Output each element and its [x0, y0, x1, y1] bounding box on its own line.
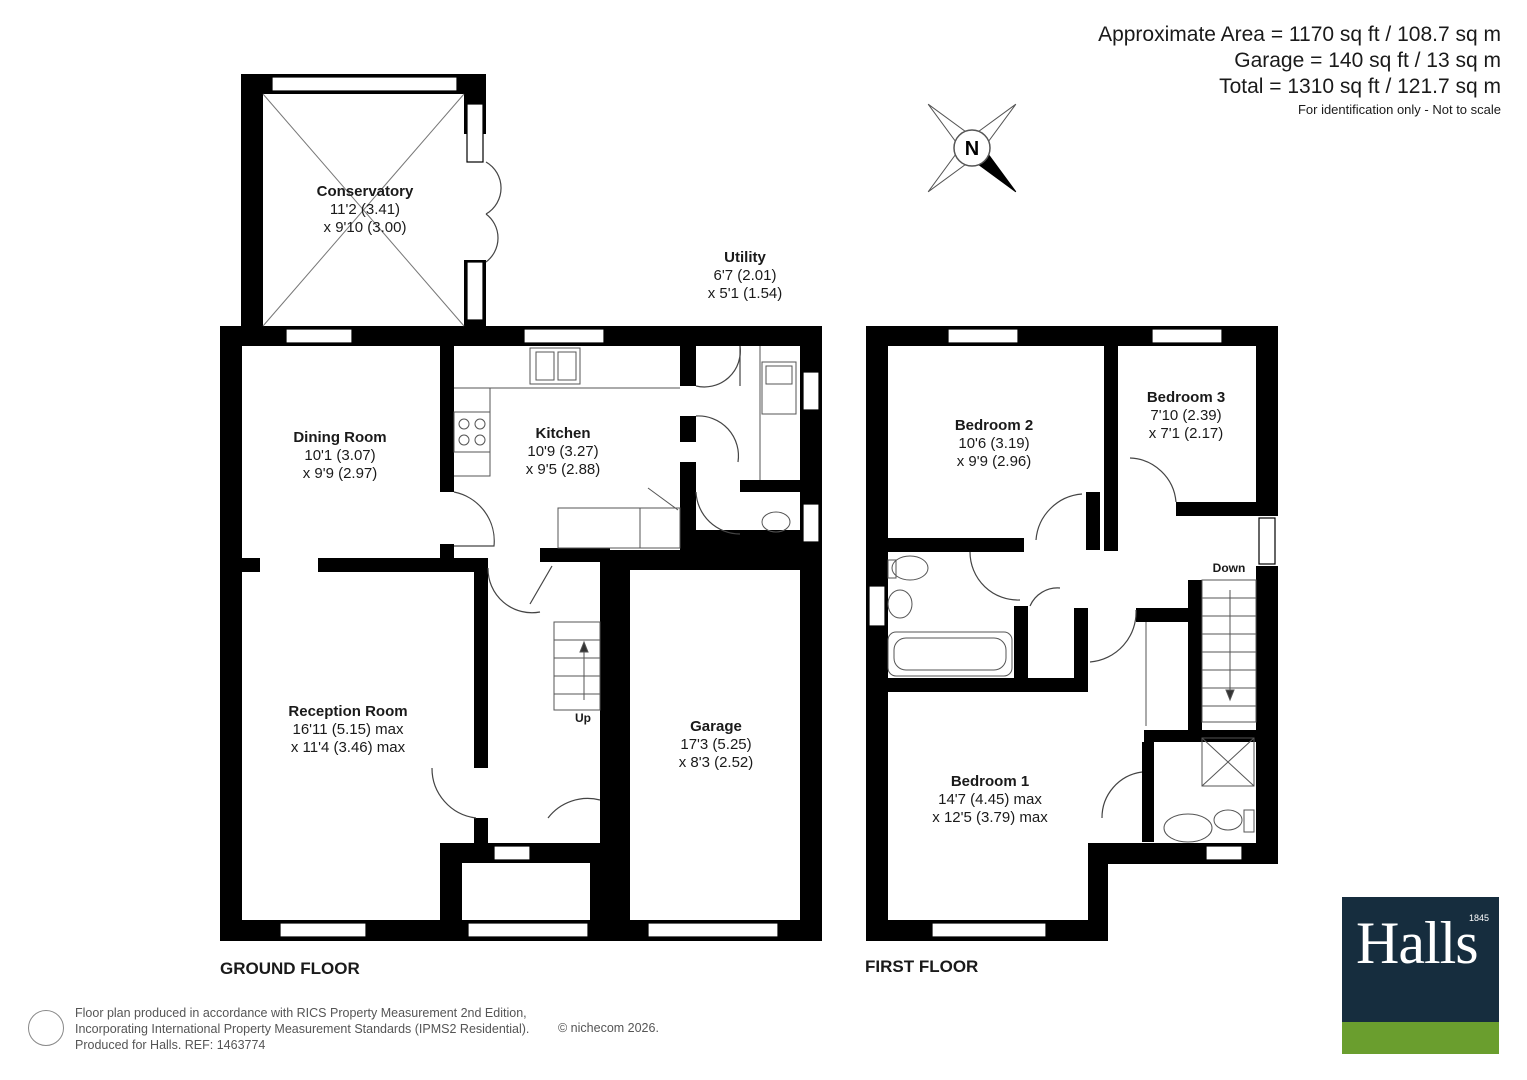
garage-name: Garage [690, 718, 742, 735]
footer-text: Floor plan produced in accordance with R… [75, 1005, 529, 1053]
first-floor-title: FIRST FLOOR [865, 957, 979, 976]
bedroom2-dim1: 10'6 (3.19) [958, 435, 1029, 452]
footer-line2: Incorporating International Property Mea… [75, 1022, 530, 1036]
area-summary: Approximate Area = 1170 sq ft / 108.7 sq… [1098, 22, 1501, 120]
reception-dim2: x 11'4 (3.46) max [291, 739, 406, 756]
conservatory-dim2: x 9'10 (3.00) [324, 219, 407, 236]
kitchen-dim2: x 9'5 (2.88) [526, 461, 601, 478]
garage-dim1: 17'3 (5.25) [680, 736, 751, 753]
footer-line3: Produced for Halls. REF: 1463774 [75, 1038, 266, 1052]
compass-letter: N [965, 138, 979, 160]
bathroom-fixtures [887, 555, 1255, 843]
first-floor-doors [969, 457, 1177, 819]
first-floor-windows [868, 328, 1276, 938]
dining-name: Dining Room [293, 429, 386, 446]
reception-name: Reception Room [288, 703, 407, 720]
conservatory-name: Conservatory [317, 183, 414, 200]
bedroom3-dim1: 7'10 (2.39) [1150, 407, 1221, 424]
conservatory-dim1: 11'2 (3.41) [330, 201, 400, 218]
first-floor-stairs [1201, 579, 1257, 723]
person-icon [28, 1010, 64, 1046]
bedroom2-name: Bedroom 2 [955, 417, 1033, 434]
ground-floor-title: GROUND FLOOR [220, 959, 360, 978]
utility-dim1: 6'7 (2.01) [714, 267, 777, 284]
reception-dim1: 16'11 (5.15) max [293, 721, 404, 738]
room-labels: Conservatory 11'2 (3.41) x 9'10 (3.00) U… [288, 183, 1245, 826]
dining-dim1: 10'1 (3.07) [304, 447, 375, 464]
bedroom1-dim1: 14'7 (4.45) max [938, 791, 1042, 808]
garage-dim2: x 8'3 (2.52) [679, 754, 754, 771]
utility-dim2: x 5'1 (1.54) [708, 285, 783, 302]
ground-stairs [553, 621, 601, 711]
windows [271, 76, 820, 938]
ground-floor-walls [220, 74, 822, 941]
dining-dim2: x 9'9 (2.97) [303, 465, 378, 482]
bedroom1-dim2: x 12'5 (3.79) max [932, 809, 1048, 826]
bedroom1-name: Bedroom 1 [951, 773, 1029, 790]
kitchen-name: Kitchen [535, 425, 590, 442]
halls-logo: Halls 1845 [1342, 897, 1499, 1054]
doors [431, 161, 741, 819]
kitchen-fixtures [453, 346, 797, 549]
bedroom2-dim2: x 9'9 (2.96) [957, 453, 1032, 470]
compass-icon: N [927, 103, 1017, 193]
garage-area: Garage = 140 sq ft / 13 sq m [1234, 49, 1501, 72]
total-area: Total = 1310 sq ft / 121.7 sq m [1219, 75, 1501, 98]
kitchen-dim1: 10'9 (3.27) [527, 443, 598, 460]
footer-line1: Floor plan produced in accordance with R… [75, 1006, 527, 1020]
logo-band [1342, 1022, 1499, 1054]
approx-area: Approximate Area = 1170 sq ft / 108.7 sq… [1098, 23, 1501, 46]
utility-name: Utility [724, 249, 766, 266]
scale-note: For identification only - Not to scale [1297, 102, 1501, 117]
stairs-up-label: Up [575, 711, 591, 725]
conservatory-roof [262, 93, 465, 327]
logo-year: 1845 [1468, 913, 1489, 923]
bedroom3-name: Bedroom 3 [1147, 389, 1225, 406]
copyright: © nichecom 2026. [558, 1021, 659, 1035]
logo-name: Halls [1356, 910, 1479, 976]
stairs-down-label: Down [1213, 561, 1246, 575]
bedroom3-dim2: x 7'1 (2.17) [1149, 425, 1224, 442]
